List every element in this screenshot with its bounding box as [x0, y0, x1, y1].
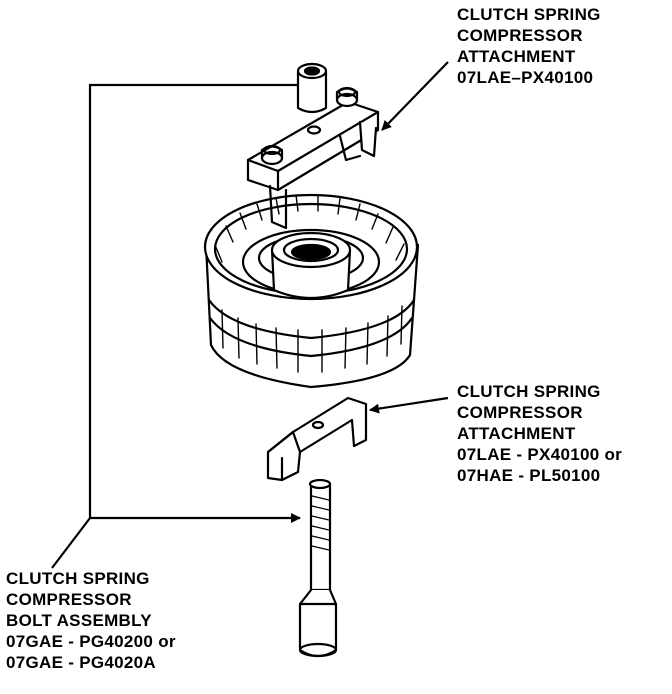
- top-attachment-line-3: ATTACHMENT: [457, 47, 576, 66]
- top-attachment-line-1: CLUTCH SPRING: [457, 5, 601, 24]
- bolt-leader-line: [51, 517, 91, 569]
- bolt-assembly-part-number-2: 07GAE - PG4020A: [6, 653, 157, 672]
- bottom-attachment-plate: [266, 396, 368, 482]
- bolt-assembly-line-2: COMPRESSOR: [6, 590, 132, 609]
- clutch-drum: [203, 193, 420, 389]
- top-attachment-arrow: [381, 61, 449, 131]
- bolt-assembly-line-3: BOLT ASSEMBLY: [6, 611, 152, 630]
- bottom-attachment-line-2: COMPRESSOR: [457, 403, 583, 422]
- bolt-assembly-line-1: CLUTCH SPRING: [6, 569, 150, 588]
- bottom-attachment-line-1: CLUTCH SPRING: [457, 382, 601, 401]
- bottom-attachment-arrow: [369, 396, 449, 414]
- top-attachment-line-2: COMPRESSOR: [457, 26, 583, 45]
- top-attachment-plate: [246, 62, 380, 230]
- top-attachment-label: CLUTCH SPRING COMPRESSOR ATTACHMENT 07LA…: [457, 4, 601, 88]
- bottom-attachment-part-number-2: 07HAE - PL50100: [457, 466, 601, 485]
- compressor-bolt: [298, 478, 338, 658]
- top-attachment-part-number: 07LAE–PX40100: [457, 68, 594, 87]
- bottom-attachment-label: CLUTCH SPRING COMPRESSOR ATTACHMENT 07LA…: [457, 381, 622, 486]
- bottom-attachment-line-3: ATTACHMENT: [457, 424, 576, 443]
- bolt-bracket-line: [88, 83, 301, 523]
- bottom-attachment-part-number-1: 07LAE - PX40100 or: [457, 445, 623, 464]
- bolt-assembly-label: CLUTCH SPRING COMPRESSOR BOLT ASSEMBLY 0…: [6, 568, 176, 673]
- bolt-assembly-part-number-1: 07GAE - PG40200 or: [6, 632, 176, 651]
